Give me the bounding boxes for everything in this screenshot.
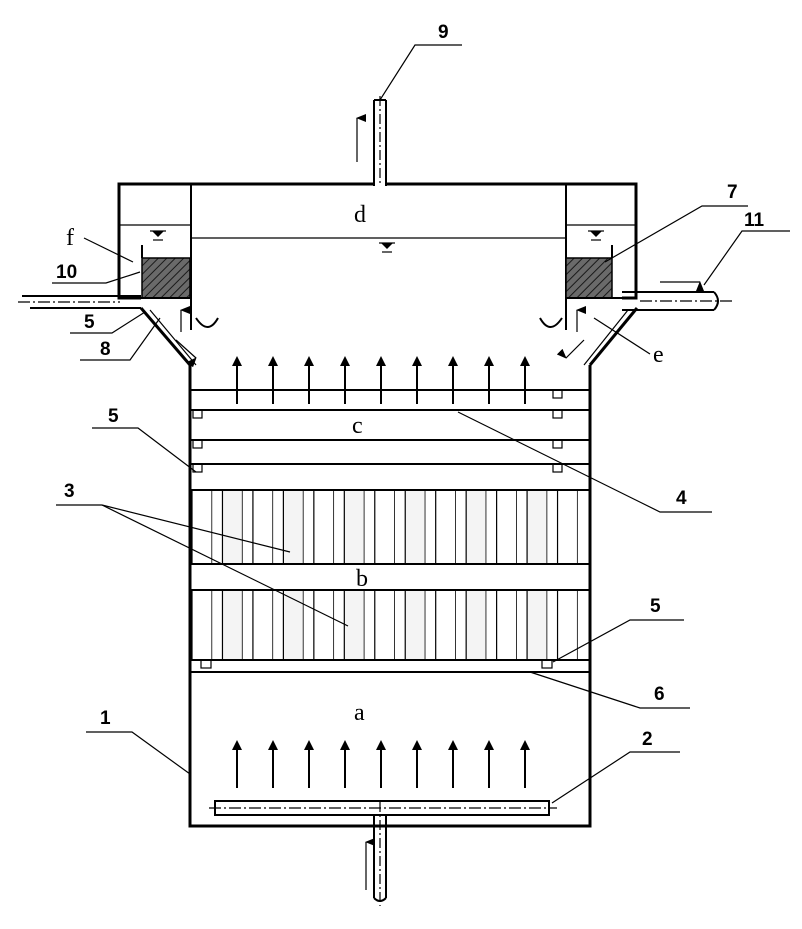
packing-column (344, 590, 365, 660)
packing-column (252, 490, 273, 564)
callout-8: 8 (100, 339, 111, 360)
inlet-pipe-distributor (209, 800, 557, 906)
packing-column (313, 490, 334, 564)
packing-column (192, 490, 212, 564)
packing-column (496, 490, 517, 564)
packing-column (374, 590, 395, 660)
flow-arrow-head (412, 740, 422, 750)
callout-2: 2 (642, 729, 653, 750)
packing-column (344, 490, 365, 564)
packing-column (405, 590, 426, 660)
zone-label-d: d (354, 202, 366, 228)
flow-arrow-head (304, 740, 314, 750)
callout-5-left-bottom: 5 (108, 406, 119, 427)
callout-9: 9 (438, 22, 449, 43)
packing-column (466, 490, 486, 564)
flow-arrow-head (376, 356, 386, 366)
filter-media-left (141, 245, 191, 299)
callout-5-left-top: 5 (84, 312, 95, 333)
curved-flow-left (175, 306, 219, 368)
flow-arrow-head (376, 740, 386, 750)
packing-column (222, 590, 243, 660)
zone-label-c: c (352, 413, 363, 439)
callout-5-right: 5 (650, 596, 661, 617)
flow-arrow-head (340, 740, 350, 750)
flow-arrow-head (304, 356, 314, 366)
flow-arrow-head (232, 740, 242, 750)
packing-lower (191, 590, 578, 660)
packing-column (435, 590, 456, 660)
zone-label-f: f (66, 225, 74, 251)
packing-column (557, 490, 578, 564)
callout-11: 11 (744, 210, 765, 231)
flow-arrow-head (412, 356, 422, 366)
packing-column (283, 490, 304, 564)
zone-label-a: a (354, 700, 365, 726)
packing-column (283, 590, 304, 660)
upper-plates (190, 389, 590, 473)
flow-arrow-head (448, 356, 458, 366)
filter-media-right (565, 245, 622, 299)
packing-column (222, 490, 243, 564)
callout-4: 4 (676, 488, 687, 509)
curved-flow-right (539, 306, 586, 359)
packing-column (527, 490, 547, 564)
flow-arrows-top (232, 356, 530, 404)
reactor-vessel (117, 182, 639, 828)
side-outlet-left (18, 295, 141, 309)
packing-frame (190, 489, 590, 661)
zone-label-b: b (356, 566, 368, 592)
packing-column (192, 590, 212, 660)
support-grid (190, 659, 590, 673)
leader-lines (52, 44, 790, 804)
packing-column (252, 590, 273, 660)
callout-6: 6 (654, 684, 665, 705)
zone-label-e: e (653, 342, 664, 368)
flow-arrow-head (484, 740, 494, 750)
packing-upper (191, 490, 578, 564)
flow-arrow-head (520, 740, 530, 750)
flow-arrow-head (268, 356, 278, 366)
callout-3: 3 (64, 481, 75, 502)
packing-column (374, 490, 395, 564)
water-level-symbols (150, 230, 604, 253)
flow-arrow-head (448, 740, 458, 750)
packing-column (435, 490, 456, 564)
callout-10: 10 (56, 262, 77, 283)
packing-column (557, 590, 578, 660)
packing-column (527, 590, 547, 660)
flow-arrow-head (340, 356, 350, 366)
gas-outlet-pipe (356, 96, 387, 186)
flow-arrow-head (484, 356, 494, 366)
packing-column (496, 590, 517, 660)
side-outlet-right (622, 281, 732, 311)
packing-column (405, 490, 426, 564)
flow-arrows-bottom (232, 740, 530, 788)
callout-7: 7 (727, 182, 738, 203)
flow-arrow-head (520, 356, 530, 366)
flow-arrow-head (232, 356, 242, 366)
callout-1: 1 (100, 708, 111, 729)
packing-column (466, 590, 486, 660)
packing-column (313, 590, 334, 660)
flow-arrow-head (268, 740, 278, 750)
